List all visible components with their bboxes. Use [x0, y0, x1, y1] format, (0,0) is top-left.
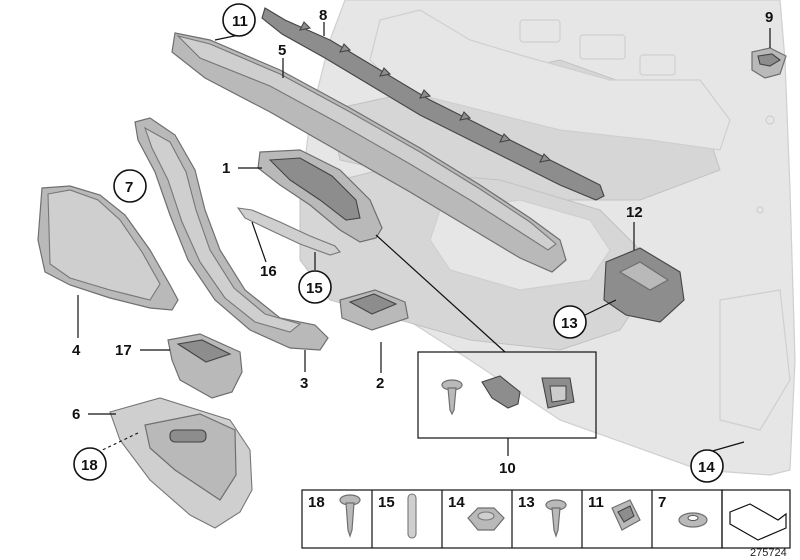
- part-12-module: [603, 247, 685, 323]
- label-5: 5: [278, 42, 286, 59]
- part-17-tray: [167, 333, 243, 399]
- label-circles: [73, 3, 724, 483]
- legend-label-11: 11: [588, 494, 604, 511]
- label-11: 11: [232, 13, 248, 30]
- part-2-switch-block: [339, 289, 409, 331]
- legend-arrow-symbol-icon: [729, 503, 787, 541]
- label-17: 17: [115, 342, 132, 359]
- legend-label-14: 14: [448, 494, 465, 511]
- legend-label-18: 18: [308, 494, 325, 511]
- legend-strip: 18 15 14 13 11 7: [301, 489, 791, 549]
- label-4: 4: [72, 342, 81, 359]
- label-7: 7: [125, 179, 133, 196]
- part-16-handle-insert: [236, 207, 341, 256]
- label-12: 12: [626, 204, 643, 221]
- label-14: 14: [698, 459, 715, 476]
- part-5-upper-trim: [171, 32, 567, 273]
- legend-screw-13-icon: [545, 499, 567, 538]
- legend-label-13: 13: [518, 494, 535, 511]
- inset-box-10: [417, 351, 597, 439]
- label-16: 16: [260, 263, 277, 280]
- legend-label-15: 15: [378, 494, 395, 511]
- inset-grommet-icon: [541, 377, 575, 409]
- part-9-clip: [751, 47, 787, 79]
- part-8-rail: [261, 7, 605, 201]
- label-1: 1: [222, 160, 230, 177]
- label-6: 6: [72, 406, 80, 423]
- reference-number: 275724: [750, 547, 787, 559]
- label-13: 13: [561, 315, 578, 332]
- part-3-side-trim: [134, 117, 329, 351]
- part-1-pull-handle: [257, 149, 383, 243]
- part-numbers: 11 8 5 9 1 7 16 15 4 17 3 2 6 18 12 13 1…: [72, 7, 787, 559]
- label-18: 18: [81, 457, 98, 474]
- legend-nut-14-icon: [467, 507, 505, 531]
- label-2: 2: [376, 375, 384, 392]
- label-8: 8: [319, 7, 327, 24]
- legend-washer-7-icon: [678, 512, 708, 528]
- label-3: 3: [300, 375, 308, 392]
- legend-label-7: 7: [658, 494, 666, 511]
- inset-clip-icon: [481, 375, 521, 409]
- inset-screw-icon: [441, 379, 463, 416]
- part-6-storage-bin: [109, 397, 253, 529]
- label-9: 9: [765, 9, 773, 26]
- part-4-corner-trim: [37, 185, 179, 311]
- label-10: 10: [499, 460, 516, 477]
- legend-pin-15-icon: [407, 493, 417, 539]
- legend-screw-18-icon: [339, 494, 361, 538]
- label-15: 15: [306, 280, 323, 297]
- legend-clip-11-icon: [611, 499, 641, 531]
